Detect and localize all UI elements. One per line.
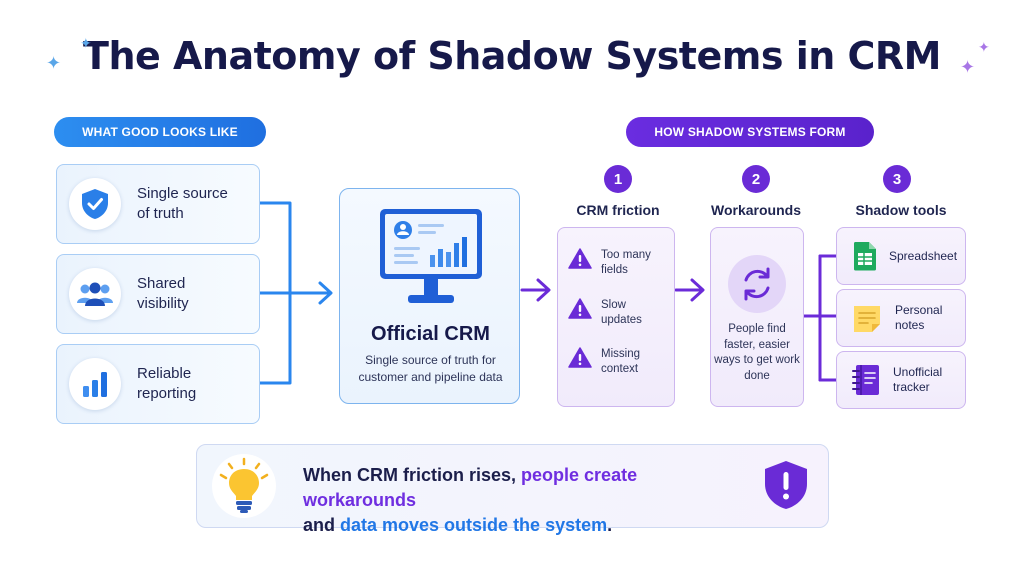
summary-part: . bbox=[607, 515, 613, 535]
friction-item: Too many fields bbox=[568, 248, 668, 278]
friction-label: Too many fields bbox=[601, 249, 651, 276]
warning-icon bbox=[568, 347, 592, 368]
sparkle-icon: ✦ bbox=[960, 57, 976, 77]
good-card-shared-visibility: Shared visibility bbox=[56, 254, 260, 334]
step-title: Shadow tools bbox=[855, 202, 947, 218]
alert-shield-icon bbox=[765, 461, 807, 509]
summary-banner: When CRM friction rises, people create w… bbox=[196, 444, 829, 535]
page-title: The Anatomy of Shadow Systems in CRM bbox=[83, 34, 941, 78]
good-card-single-source: Single source of truth bbox=[56, 164, 260, 244]
tool-label: Unofficial tracker bbox=[893, 365, 943, 394]
good-label: Single source of truth bbox=[137, 185, 228, 222]
summary-highlight-blue: data moves outside the system bbox=[340, 515, 608, 535]
crm-description: Single source of truth for customer and … bbox=[358, 353, 503, 384]
friction-item: Slow updates bbox=[568, 298, 668, 328]
step-number: 3 bbox=[883, 165, 911, 193]
sticky-note-icon bbox=[854, 306, 880, 332]
bar-chart-icon bbox=[69, 358, 121, 410]
refresh-cycle-icon bbox=[728, 255, 786, 313]
good-label: Reliable reporting bbox=[137, 365, 197, 402]
team-icon bbox=[69, 268, 121, 320]
warning-icon bbox=[568, 248, 592, 269]
workarounds-description: People find faster, easier ways to get w… bbox=[714, 323, 800, 382]
workarounds-card: People find faster, easier ways to get w… bbox=[710, 227, 804, 407]
step-title: CRM friction bbox=[576, 202, 660, 218]
warning-icon bbox=[568, 298, 592, 319]
good-label: Shared visibility bbox=[137, 275, 189, 312]
tool-label: Spreadsheet bbox=[889, 248, 958, 263]
step-number: 1 bbox=[604, 165, 632, 193]
good-card-reliable-reporting: Reliable reporting bbox=[56, 344, 260, 424]
notebook-icon bbox=[852, 365, 879, 395]
summary-highlight-purple: people create workarounds bbox=[303, 465, 638, 510]
tool-label: Personal notes bbox=[895, 303, 943, 332]
tool-card-unofficial-tracker: Unofficial tracker bbox=[836, 351, 966, 409]
spreadsheet-icon bbox=[853, 242, 876, 271]
monitor-dashboard-icon bbox=[380, 209, 482, 303]
summary-part: and bbox=[303, 515, 341, 535]
shadow-section-header: HOW SHADOW SYSTEMS FORM bbox=[626, 117, 874, 147]
sparkle-icon: ✦ bbox=[80, 35, 92, 51]
summary-part: When CRM friction rises, bbox=[303, 465, 522, 485]
good-section-header: WHAT GOOD LOOKS LIKE bbox=[54, 117, 266, 147]
friction-label: Slow updates bbox=[601, 299, 642, 326]
shield-check-icon bbox=[69, 178, 121, 230]
lightbulb-icon bbox=[212, 454, 276, 518]
friction-label: Missing context bbox=[601, 348, 640, 375]
sparkle-icon: ✦ bbox=[978, 39, 990, 55]
crm-friction-card: Too many fields Slow updates Missing con… bbox=[557, 227, 675, 407]
step-title: Workarounds bbox=[711, 202, 801, 218]
step-number: 2 bbox=[742, 165, 770, 193]
sparkle-icon: ✦ bbox=[46, 53, 62, 73]
friction-item: Missing context bbox=[568, 347, 668, 377]
tool-card-spreadsheet: Spreadsheet bbox=[836, 227, 966, 285]
summary-text: When CRM friction rises, people create w… bbox=[303, 463, 753, 538]
crm-title: Official CRM bbox=[371, 323, 490, 345]
official-crm-card: Official CRM Single source of truth for … bbox=[339, 188, 520, 404]
tool-card-personal-notes: Personal notes bbox=[836, 289, 966, 347]
